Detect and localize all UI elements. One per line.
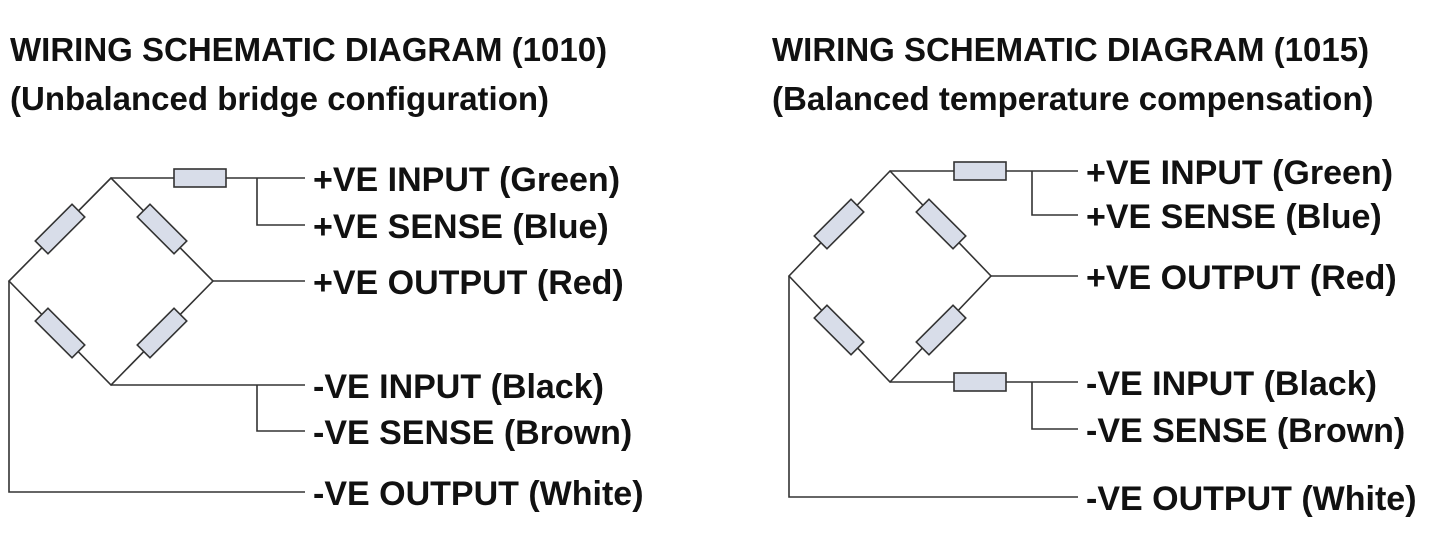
label-neg-output: -VE OUTPUT (White) (313, 475, 644, 513)
label-neg-sense: -VE SENSE (Brown) (313, 414, 632, 452)
diagram-subtitle: (Unbalanced bridge configuration) (10, 80, 550, 117)
wiring-diagram-1010: WIRING SCHEMATIC DIAGRAM (1010) (Unbalan… (0, 0, 720, 556)
resistor-input-positive (173, 168, 227, 188)
resistor-lower-left (34, 307, 86, 359)
resistor-upper-right (915, 198, 967, 250)
resistor-input-positive (953, 161, 1007, 181)
label-pos-output: +VE OUTPUT (Red) (1086, 259, 1397, 297)
label-pos-sense: +VE SENSE (Blue) (313, 208, 609, 246)
label-pos-input: +VE INPUT (Green) (313, 161, 620, 199)
bridge-schematic: +VE INPUT (Green) +VE SENSE (Blue) +VE O… (7, 161, 644, 513)
diagram-subtitle: (Balanced temperature compensation) (772, 80, 1374, 117)
label-pos-input: +VE INPUT (Green) (1086, 154, 1393, 192)
resistor-upper-left (813, 198, 865, 250)
resistor-lower-right (136, 307, 188, 359)
label-neg-sense: -VE SENSE (Brown) (1086, 412, 1405, 450)
bridge-resistors (34, 168, 227, 359)
resistor-input-negative (953, 372, 1007, 392)
resistor-upper-left (34, 203, 86, 255)
label-pos-output: +VE OUTPUT (Red) (313, 264, 624, 302)
resistor-lower-right (915, 304, 967, 356)
bridge-resistors (813, 161, 1007, 392)
diagram-title: WIRING SCHEMATIC DIAGRAM (1015) (772, 31, 1370, 68)
label-pos-sense: +VE SENSE (Blue) (1086, 198, 1382, 236)
bridge-schematic: +VE INPUT (Green) +VE SENSE (Blue) +VE O… (787, 154, 1417, 518)
resistor-upper-right (136, 203, 188, 255)
resistor-lower-left (813, 304, 865, 356)
diagram-title: WIRING SCHEMATIC DIAGRAM (1010) (10, 31, 608, 68)
wiring-diagram-1015: WIRING SCHEMATIC DIAGRAM (1015) (Balance… (728, 0, 1456, 556)
label-neg-input: -VE INPUT (Black) (1086, 365, 1377, 403)
label-neg-output: -VE OUTPUT (White) (1086, 480, 1417, 518)
label-neg-input: -VE INPUT (Black) (313, 368, 604, 406)
